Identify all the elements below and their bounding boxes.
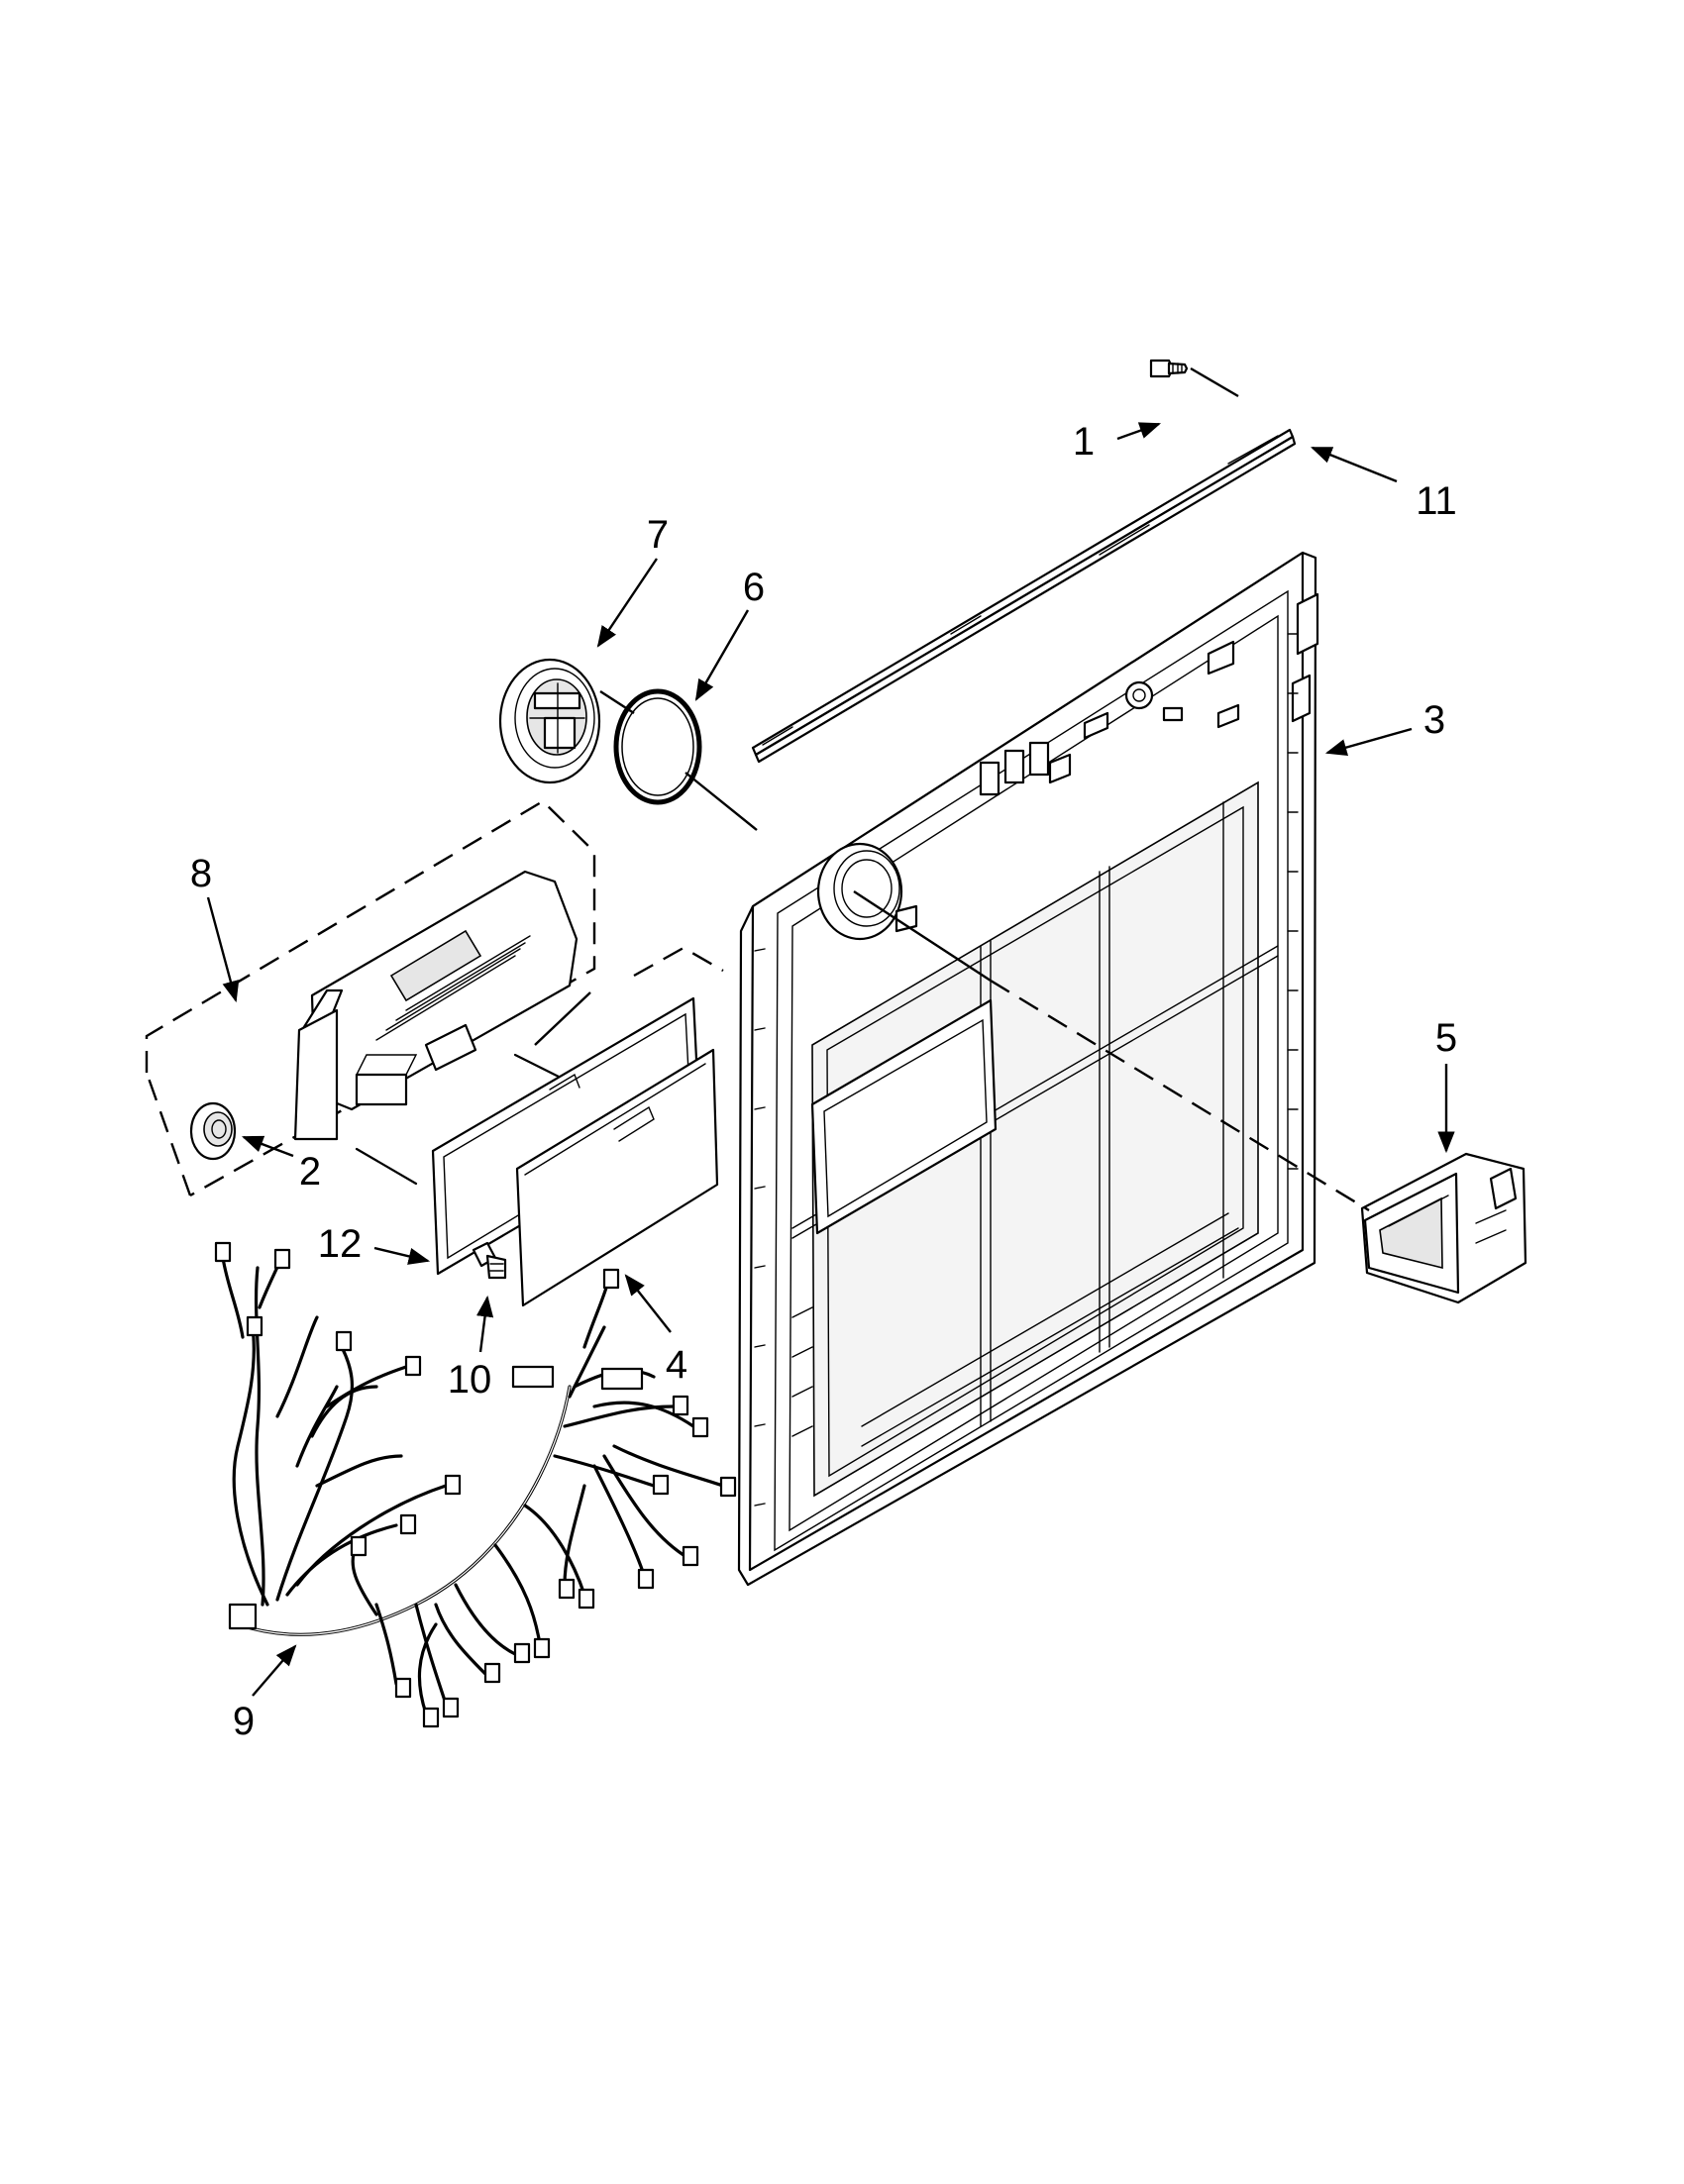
callout-3: 3 xyxy=(1422,698,1446,742)
part-1-screw xyxy=(1149,359,1189,378)
callout-5: 5 xyxy=(1434,1016,1458,1060)
part-2-nut xyxy=(189,1101,237,1161)
callout-4: 4 xyxy=(665,1343,688,1387)
leader-arrows xyxy=(206,422,1455,1697)
callout-1: 1 xyxy=(1072,420,1096,464)
callout-11: 11 xyxy=(1416,479,1457,523)
part-8-dispenser-assembly xyxy=(145,799,596,1197)
callout-2: 2 xyxy=(298,1150,322,1194)
callout-6: 6 xyxy=(742,566,766,609)
callout-10: 10 xyxy=(447,1358,492,1402)
callout-9: 9 xyxy=(232,1700,256,1743)
part-5-vent xyxy=(1360,1152,1527,1304)
callout-12: 12 xyxy=(317,1222,363,1266)
part-11-trim-strip xyxy=(751,428,1297,764)
part-3-inner-door xyxy=(737,551,1319,1587)
callout-8: 8 xyxy=(189,852,213,895)
part-4-panel xyxy=(515,1048,719,1307)
alignment-lines xyxy=(534,366,1370,1212)
part-7-dispenser-cap xyxy=(498,658,601,784)
part-9-wire-harness xyxy=(214,1241,737,1728)
callout-7: 7 xyxy=(646,513,670,557)
part-6-gasket xyxy=(613,688,702,805)
part-10-screw xyxy=(472,1241,507,1280)
